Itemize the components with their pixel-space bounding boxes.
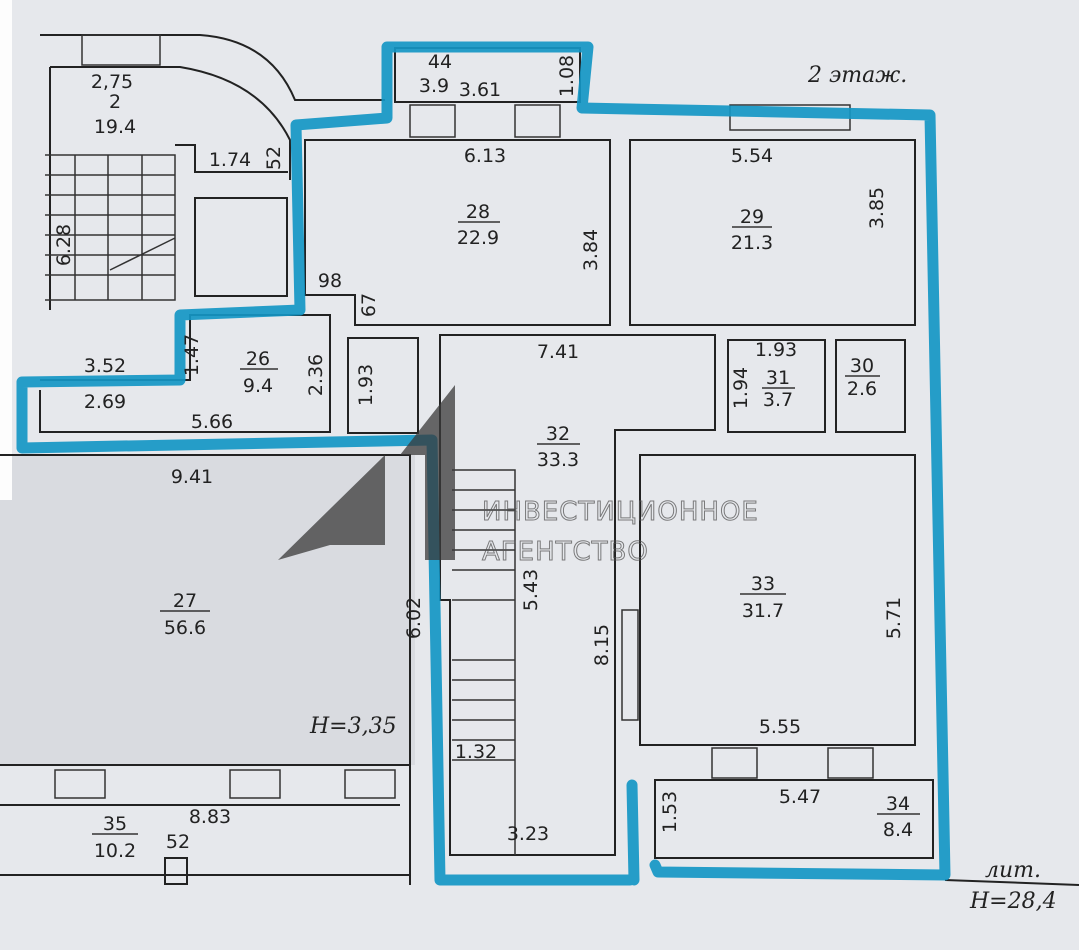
room-area: 10.2 <box>94 840 136 862</box>
room-33-walls <box>639 454 916 746</box>
window <box>514 104 561 138</box>
room-32-walls <box>439 334 716 856</box>
room-number: 26 <box>246 348 270 370</box>
room-number: 44 <box>428 51 452 73</box>
window <box>54 769 106 799</box>
dimension: 7.41 <box>537 341 579 363</box>
wall <box>175 144 288 173</box>
room-area: 33.3 <box>537 449 579 471</box>
stairs <box>45 154 176 301</box>
dimension: 3.84 <box>580 229 602 271</box>
dimension: 1.93 <box>755 339 797 361</box>
shaft <box>194 197 288 297</box>
dimension: 1.08 <box>556 55 578 97</box>
dimension: 52 <box>166 831 190 853</box>
dimension: 5.55 <box>759 716 801 738</box>
dimension: 6.13 <box>464 145 506 167</box>
window <box>409 104 456 138</box>
room-number: 32 <box>546 423 570 445</box>
dimension-labels: 2,75 3.61 1.08 6.13 5.54 1.74 52 6.28 3.… <box>53 55 905 853</box>
room-31-walls <box>727 339 826 433</box>
room-area: 22.9 <box>457 227 499 249</box>
watermark-line2: АГЕНТСТВО <box>482 537 649 567</box>
room-area: 3.9 <box>419 75 449 97</box>
room-30-walls <box>835 339 906 433</box>
dimension: 52 <box>263 146 285 170</box>
dimension: 5.47 <box>779 786 821 808</box>
dimension: 1.47 <box>181 334 203 376</box>
room-area: 56.6 <box>164 617 206 639</box>
stairs <box>452 469 516 855</box>
logo-shape <box>278 455 385 560</box>
window <box>711 747 758 779</box>
room-number: 30 <box>850 355 874 377</box>
dimension: 3.52 <box>84 355 126 377</box>
room-labels: 2 19.4 44 3.9 28 22.9 29 21.3 26 9.4 32 … <box>92 51 920 862</box>
room-34-walls <box>654 779 934 859</box>
dimension: 6.02 <box>403 597 425 639</box>
lit-label: лит. <box>985 858 1041 883</box>
wall <box>944 879 1079 886</box>
floor-label: 2 этаж. <box>807 63 907 88</box>
window <box>827 747 874 779</box>
dimension: 2.69 <box>84 391 126 413</box>
room-29-walls <box>629 139 916 326</box>
dimension: 5.71 <box>883 597 905 639</box>
dimension: 8.15 <box>591 624 613 666</box>
room-area: 2.6 <box>847 378 877 400</box>
window <box>81 34 161 66</box>
dimension: 5.43 <box>520 569 542 611</box>
room-number: 29 <box>740 206 764 228</box>
dimension: 3.23 <box>507 823 549 845</box>
room-26-walls <box>39 314 331 433</box>
dimension: 1.74 <box>209 149 251 171</box>
room-area: 3.7 <box>763 389 793 411</box>
left-edge <box>0 0 12 500</box>
walls <box>0 34 1079 886</box>
window <box>344 769 396 799</box>
room-number: 34 <box>886 793 910 815</box>
dimension: 6.28 <box>53 224 75 266</box>
room-number: 28 <box>466 201 490 223</box>
dimension: 1.94 <box>730 367 752 409</box>
dimension: 5.66 <box>191 411 233 433</box>
dimension: 2,75 <box>91 71 133 93</box>
dimension: 1.53 <box>659 791 681 833</box>
watermark-logo: ИНВЕСТИЦИОННОЕ АГЕНТСТВО <box>278 385 759 568</box>
room-2-walls <box>40 34 385 310</box>
vestibule-walls <box>347 337 419 434</box>
room-number: 35 <box>103 813 127 835</box>
height-room: H=3,35 <box>309 714 397 739</box>
dimension: 1.32 <box>455 741 497 763</box>
room-number: 33 <box>751 573 775 595</box>
room-35-walls <box>0 764 411 885</box>
height-total: H=28,4 <box>969 889 1057 914</box>
dimension: 9.41 <box>171 466 213 488</box>
window <box>229 769 281 799</box>
door <box>621 609 639 721</box>
dimension: 67 <box>358 293 380 317</box>
dimension: 3.61 <box>459 79 501 101</box>
watermark-line1: ИНВЕСТИЦИОННОЕ <box>482 497 759 527</box>
logo-shape <box>400 385 455 560</box>
dimension: 1.93 <box>355 364 377 406</box>
room-area: 21.3 <box>731 232 773 254</box>
column <box>164 857 188 885</box>
room-area: 8.4 <box>883 819 913 841</box>
room-area: 19.4 <box>94 116 136 138</box>
room-number: 2 <box>109 91 121 113</box>
dimension: 98 <box>318 270 342 292</box>
dimension: 2.36 <box>305 354 327 396</box>
dimension: 5.54 <box>731 145 773 167</box>
room-number: 31 <box>766 367 790 389</box>
room-area: 9.4 <box>243 375 273 397</box>
unit-boundary <box>16 41 951 886</box>
dimension: 8.83 <box>189 806 231 828</box>
dimension: 3.85 <box>866 187 888 229</box>
room-number: 27 <box>173 590 197 612</box>
room-area: 31.7 <box>742 600 784 622</box>
